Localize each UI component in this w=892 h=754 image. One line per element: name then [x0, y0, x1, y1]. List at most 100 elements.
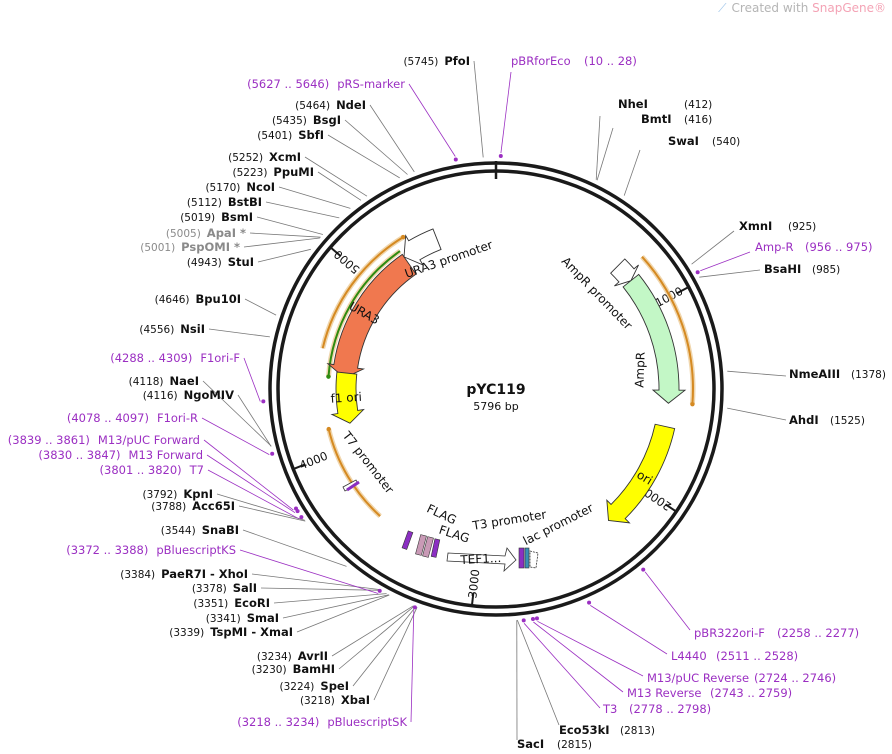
leader-line — [237, 394, 272, 447]
leader-line — [208, 328, 270, 338]
site-pos: (3230) — [252, 664, 287, 676]
primer-name: M13 Reverse — [627, 686, 701, 700]
feature-ori — [606, 423, 676, 524]
site-pos: (3788) — [151, 501, 186, 513]
site-name: Acc65I — [192, 499, 235, 513]
leader-line — [203, 439, 294, 511]
site-pos: (3544) — [161, 525, 196, 537]
primer-range: (956 .. 975) — [805, 240, 873, 254]
primer-name: pBluescriptKS — [156, 543, 236, 557]
primer-mark — [377, 588, 382, 593]
site-name: NheI — [618, 97, 648, 111]
site-name: NsiI — [180, 322, 205, 336]
leader-line — [256, 216, 324, 235]
site-name: NmeAIII — [789, 367, 840, 381]
leader-line — [516, 619, 560, 726]
site-pos: (5019) — [180, 212, 215, 224]
site-pos: (985) — [812, 264, 840, 276]
leader-line — [644, 571, 691, 631]
site-name: XmnI — [739, 219, 772, 233]
primer-mark — [530, 617, 535, 622]
tick-label: 3000 — [465, 568, 482, 599]
ampr-label: AmpR — [632, 352, 647, 388]
leader-line — [242, 529, 347, 567]
plasmid-name: pYC119 — [466, 382, 525, 398]
site-pos: (5112) — [187, 197, 222, 209]
feature-ura3-promoter — [403, 228, 442, 266]
site-pos: (3378) — [192, 583, 227, 595]
orf-line — [327, 428, 381, 517]
primer-mark — [498, 154, 503, 159]
leader-line — [257, 248, 311, 263]
leader-line — [523, 623, 601, 709]
primer-range: (4078 .. 4097) — [67, 411, 149, 425]
leader-line — [202, 380, 272, 447]
feature-label-f1-ori: f1 ori — [330, 390, 362, 406]
t7-promoter-marker — [346, 480, 360, 492]
tef1-label: TEF1... — [459, 551, 502, 567]
site-pos: (5223) — [233, 167, 268, 179]
leader-line — [296, 594, 390, 633]
leader-line — [207, 469, 300, 520]
primer-range: (4288 .. 4309) — [110, 351, 192, 365]
tick-mark — [292, 463, 306, 471]
primer-name: M13/pUC Forward — [98, 433, 200, 447]
site-name: BstBI — [228, 195, 262, 209]
orf-end — [690, 401, 695, 407]
site-name: Bpu10I — [196, 292, 241, 306]
leader-line — [727, 407, 787, 421]
site-name: SalI — [233, 581, 257, 595]
site-pos: (5464) — [295, 100, 330, 112]
site-name: PpuMI — [273, 165, 314, 179]
site-pos: (2815) — [557, 739, 592, 751]
orf-line — [321, 236, 404, 349]
leader-line — [691, 230, 735, 265]
leader-line — [590, 605, 668, 655]
primer-name: pBRforEco — [511, 54, 571, 68]
leader-line — [317, 171, 362, 201]
primer-mark — [261, 399, 266, 404]
site-name: NgoMIV — [184, 388, 234, 402]
primer-mark — [587, 600, 592, 605]
site-pos: (1378) — [851, 369, 886, 381]
tick-mark — [470, 592, 475, 606]
orf-end — [326, 426, 331, 432]
site-pos: (4943) — [187, 257, 222, 269]
primer-mark — [534, 616, 539, 621]
leader-line — [243, 357, 261, 402]
site-pos: (5001) — [140, 242, 175, 254]
primer-mark — [521, 618, 526, 623]
tick-mark — [329, 246, 341, 257]
site-name: PspOMI * — [181, 240, 240, 254]
site-pos: (5745) — [403, 56, 438, 68]
site-pos: (3384) — [120, 569, 155, 581]
leader-line — [251, 573, 380, 590]
leader-line — [369, 104, 415, 173]
orf-arrows — [320, 234, 696, 518]
leader-line — [338, 605, 415, 670]
primer-name: M13 Forward — [129, 448, 203, 462]
tef1-promoter-arrow — [446, 547, 517, 573]
primer-name: pBluescriptSK — [327, 715, 407, 729]
site-pos: (3792) — [142, 489, 177, 501]
watermark-prefix: Created with — [731, 1, 813, 15]
lac-promoter-arrow — [529, 550, 539, 569]
primer-name: pRS-marker — [337, 77, 405, 91]
site-name: PaeR7I - XhoI — [161, 567, 248, 581]
feature-ampr-promoter — [610, 258, 639, 287]
site-name: NdeI — [336, 98, 366, 112]
primer-mark — [695, 270, 700, 275]
primer-mark — [270, 451, 275, 456]
site-name: BsaHI — [764, 262, 801, 276]
site-pos: (4556) — [139, 324, 174, 336]
flag-label-2: FLAG — [437, 523, 471, 546]
site-pos: (3234) — [257, 651, 292, 663]
leader-line — [282, 594, 389, 619]
leader-line — [623, 149, 641, 196]
leader-line — [500, 71, 512, 154]
flag-block-1 — [415, 534, 427, 556]
site-pos: (416) — [684, 114, 712, 126]
tick-mark — [676, 286, 690, 294]
feature-f1-ori — [330, 371, 365, 424]
